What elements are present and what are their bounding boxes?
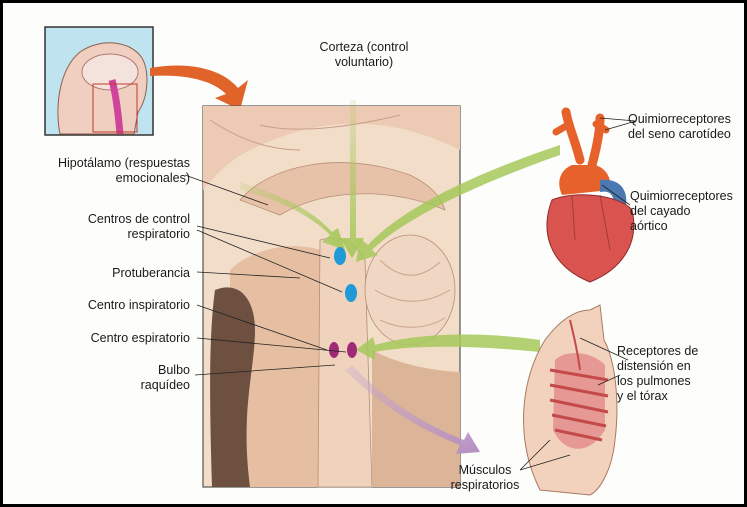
respiratory-center-upper <box>334 247 346 265</box>
label-aortic-chemoreceptors: Quimiorreceptores del cayado aórtico <box>630 189 745 234</box>
heart-illustration <box>547 112 634 282</box>
orange-pointer-arrow <box>150 65 248 110</box>
head-thumbnail <box>45 27 153 135</box>
label-respiratory-muscles: Músculos respiratorios <box>440 463 530 493</box>
respiratory-center-lower <box>345 284 357 302</box>
label-expiratory-center: Centro espiratorio <box>30 331 190 346</box>
expiratory-center <box>347 342 357 358</box>
brain-section-panel <box>203 106 460 487</box>
label-resp-centers: Centros de control respiratorio <box>50 212 190 242</box>
inspiratory-center <box>329 342 339 358</box>
label-cortex: Corteza (control voluntario) <box>310 40 418 70</box>
label-pons: Protuberancia <box>50 266 190 281</box>
label-stretch-receptors: Receptores de distensión en los pulmones… <box>617 344 737 404</box>
label-hypothalamus: Hipotálamo (respuestas emocionales) <box>30 156 190 186</box>
label-medulla: Bulbo raquídeo <box>100 363 190 393</box>
label-carotid-chemoreceptors: Quimiorreceptores del seno carotídeo <box>628 112 743 142</box>
torso-illustration <box>524 305 617 495</box>
label-inspiratory-center: Centro inspiratorio <box>30 298 190 313</box>
